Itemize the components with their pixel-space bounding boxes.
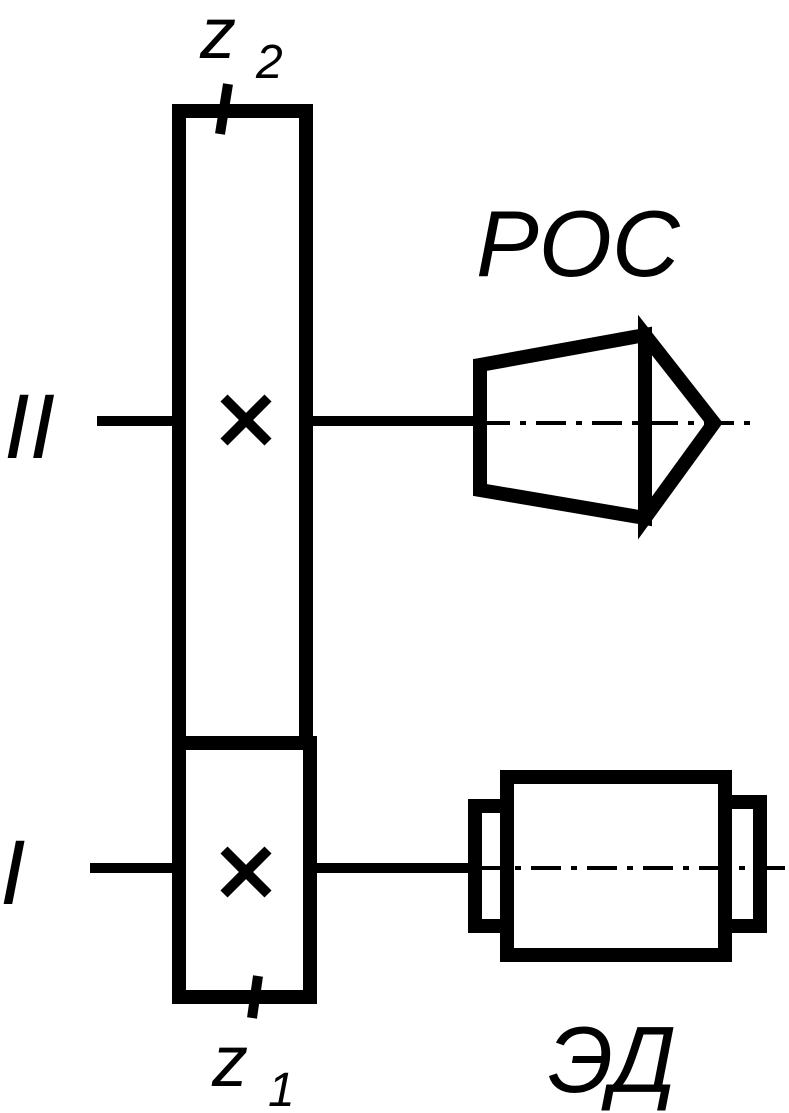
label-z1: z 1 bbox=[211, 1022, 295, 1113]
label-shaft-ii: II bbox=[4, 376, 55, 478]
label-z2: z 2 bbox=[199, 0, 283, 89]
label-shaft-i: I bbox=[0, 822, 26, 924]
shaft-ii-bearing-cross-icon bbox=[220, 394, 272, 446]
gear-z2-tooth-mark bbox=[215, 83, 233, 135]
gear-z1-tooth-mark bbox=[247, 975, 263, 1019]
label-motor-ed: ЭД bbox=[548, 1007, 676, 1112]
shaft-i-bearing-cross-icon bbox=[220, 846, 272, 898]
label-z2-sub: 2 bbox=[255, 36, 283, 89]
label-z1-sub: 1 bbox=[268, 1064, 295, 1113]
label-z1-base: z bbox=[211, 1022, 248, 1102]
label-sensor-ros: РОС bbox=[476, 191, 681, 296]
sensor-ros bbox=[473, 314, 723, 540]
label-z2-base: z bbox=[199, 0, 236, 74]
